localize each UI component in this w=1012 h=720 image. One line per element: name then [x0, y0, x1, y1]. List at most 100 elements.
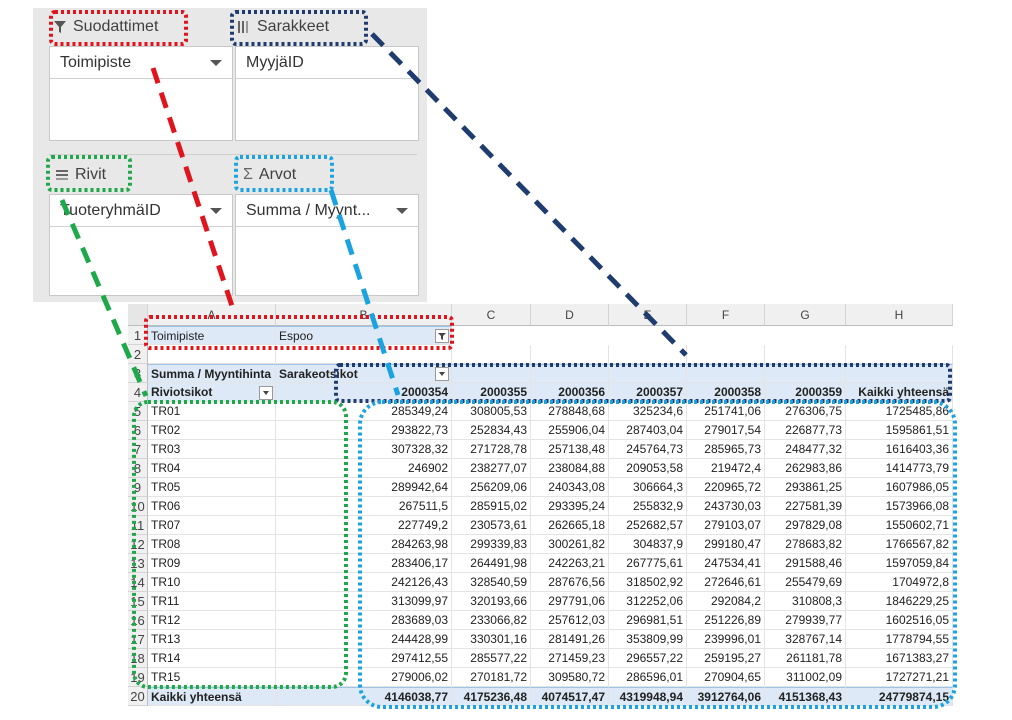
value-cell[interactable]: 230573,61: [452, 516, 531, 535]
value-cell[interactable]: 287403,04: [609, 421, 687, 440]
value-cell[interactable]: 320193,66: [452, 592, 531, 611]
value-cell[interactable]: 309580,72: [531, 668, 609, 687]
column-header[interactable]: F: [687, 304, 765, 326]
value-cell[interactable]: 267775,61: [609, 554, 687, 573]
header-fill-cell[interactable]: [846, 364, 953, 383]
value-cell[interactable]: 284263,98: [276, 535, 452, 554]
select-all-corner[interactable]: [128, 304, 148, 326]
grand-total-cell[interactable]: 4146038,77: [276, 687, 452, 706]
row-header[interactable]: 19: [128, 668, 148, 687]
value-cell[interactable]: 244428,99: [276, 630, 452, 649]
value-cell[interactable]: 238084,88: [531, 459, 609, 478]
value-cell[interactable]: 293861,25: [765, 478, 846, 497]
row-header[interactable]: 10: [128, 497, 148, 516]
row-labels-dropdown-button[interactable]: [259, 386, 273, 400]
column-header[interactable]: D: [531, 304, 609, 326]
value-cell[interactable]: 293395,24: [531, 497, 609, 516]
row-header[interactable]: 9: [128, 478, 148, 497]
row-id-cell[interactable]: TR02: [148, 421, 276, 440]
chevron-down-icon[interactable]: [210, 208, 222, 214]
value-cell[interactable]: 1727271,21: [846, 668, 953, 687]
value-cell[interactable]: 299180,47: [687, 535, 765, 554]
row-id-cell[interactable]: TR09: [148, 554, 276, 573]
value-cell[interactable]: 287676,56: [531, 573, 609, 592]
value-cell[interactable]: 313099,97: [276, 592, 452, 611]
value-cell[interactable]: 297829,08: [765, 516, 846, 535]
value-cell[interactable]: 1414773,79: [846, 459, 953, 478]
value-caption-cell[interactable]: Summa / Myyntihinta (€/vht): [148, 364, 276, 383]
value-cell[interactable]: 328540,59: [452, 573, 531, 592]
row-id-cell[interactable]: TR08: [148, 535, 276, 554]
value-cell[interactable]: 318502,92: [609, 573, 687, 592]
row-id-cell[interactable]: TR14: [148, 649, 276, 668]
row-header[interactable]: 11: [128, 516, 148, 535]
value-cell[interactable]: 252682,57: [609, 516, 687, 535]
row-id-cell[interactable]: TR01: [148, 402, 276, 421]
value-cell[interactable]: 312252,06: [609, 592, 687, 611]
value-cell[interactable]: 245764,73: [609, 440, 687, 459]
value-cell[interactable]: 238277,07: [452, 459, 531, 478]
value-cell[interactable]: 264491,98: [452, 554, 531, 573]
value-cell[interactable]: 310808,3: [765, 592, 846, 611]
value-cell[interactable]: 243730,03: [687, 497, 765, 516]
value-cell[interactable]: 220965,72: [687, 478, 765, 497]
value-cell[interactable]: 289942,64: [276, 478, 452, 497]
value-cell[interactable]: 306664,3: [609, 478, 687, 497]
value-cell[interactable]: 307328,32: [276, 440, 452, 459]
value-cell[interactable]: 299339,83: [452, 535, 531, 554]
empty-cell[interactable]: [452, 345, 531, 364]
grand-total-label-cell[interactable]: Kaikki yhteensä: [148, 687, 276, 706]
filter-value-cell[interactable]: Espoo: [276, 326, 452, 345]
column-header[interactable]: A: [148, 304, 276, 326]
row-header[interactable]: 20: [128, 687, 148, 706]
row-header[interactable]: 2: [128, 345, 148, 364]
empty-cell[interactable]: [609, 345, 687, 364]
value-cell[interactable]: 255832,9: [609, 497, 687, 516]
value-cell[interactable]: 328767,14: [765, 630, 846, 649]
row-id-cell[interactable]: TR11: [148, 592, 276, 611]
empty-cell[interactable]: [765, 345, 846, 364]
value-cell[interactable]: 1607986,05: [846, 478, 953, 497]
value-cell[interactable]: 256209,06: [452, 478, 531, 497]
column-labels-dropdown-button[interactable]: [435, 367, 449, 381]
row-header[interactable]: 7: [128, 440, 148, 459]
row-header[interactable]: 4: [128, 383, 148, 402]
row-header[interactable]: 15: [128, 592, 148, 611]
values-drop-area[interactable]: Summa / Myynt...: [235, 194, 419, 296]
value-cell[interactable]: 1725485,86: [846, 402, 953, 421]
columns-field-pill[interactable]: MyyjäID: [236, 47, 418, 79]
value-cell[interactable]: 271459,23: [531, 649, 609, 668]
value-cell[interactable]: 279017,54: [687, 421, 765, 440]
value-cell[interactable]: 279103,07: [687, 516, 765, 535]
value-cell[interactable]: 247534,41: [687, 554, 765, 573]
column-id-cell[interactable]: 2000357: [609, 383, 687, 402]
value-cell[interactable]: 262665,18: [531, 516, 609, 535]
value-cell[interactable]: 297412,55: [276, 649, 452, 668]
value-cell[interactable]: 286596,01: [609, 668, 687, 687]
value-cell[interactable]: 209053,58: [609, 459, 687, 478]
value-cell[interactable]: 226877,73: [765, 421, 846, 440]
value-cell[interactable]: 297791,06: [531, 592, 609, 611]
rows-field-pill[interactable]: TuoteryhmäID: [50, 195, 232, 227]
value-cell[interactable]: 246902: [276, 459, 452, 478]
value-cell[interactable]: 1550602,71: [846, 516, 953, 535]
value-cell[interactable]: 325234,6: [609, 402, 687, 421]
column-id-cell[interactable]: 2000354: [276, 383, 452, 402]
column-id-cell[interactable]: 2000358: [687, 383, 765, 402]
value-cell[interactable]: 255479,69: [765, 573, 846, 592]
grand-total-cell[interactable]: 4175236,48: [452, 687, 531, 706]
chevron-down-icon[interactable]: [396, 208, 408, 214]
column-header[interactable]: H: [846, 304, 953, 326]
value-cell[interactable]: 248477,32: [765, 440, 846, 459]
value-cell[interactable]: 279939,77: [765, 611, 846, 630]
column-header[interactable]: G: [765, 304, 846, 326]
value-cell[interactable]: 285915,02: [452, 497, 531, 516]
row-header[interactable]: 3: [128, 364, 148, 383]
rows-drop-area[interactable]: TuoteryhmäID: [49, 194, 233, 296]
filter-dropdown-button[interactable]: [435, 329, 449, 343]
value-cell[interactable]: 233066,82: [452, 611, 531, 630]
row-id-cell[interactable]: TR15: [148, 668, 276, 687]
chevron-down-icon[interactable]: [210, 60, 222, 66]
filters-drop-area[interactable]: Toimipiste: [49, 46, 233, 141]
value-cell[interactable]: 251741,06: [687, 402, 765, 421]
